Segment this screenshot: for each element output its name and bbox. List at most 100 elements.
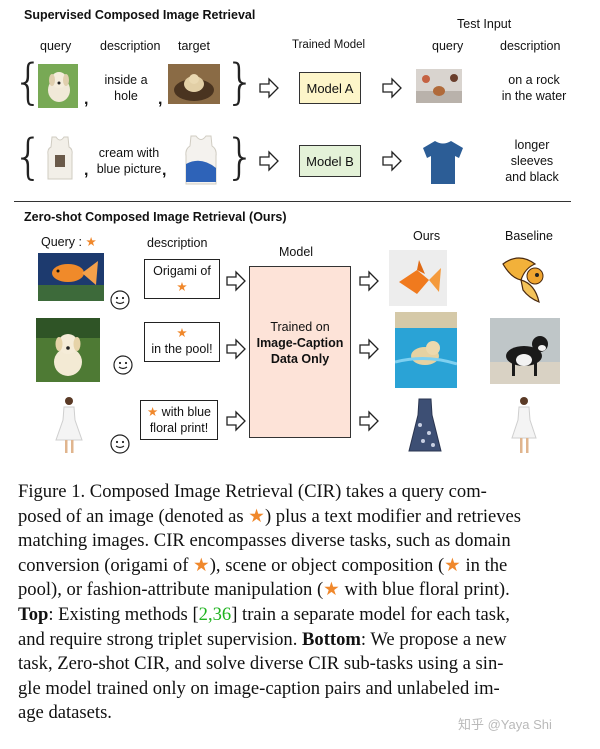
smiley-face-icon <box>110 290 130 310</box>
query-label: Query : ★ <box>41 234 97 249</box>
supervised-section-title: Supervised Composed Image Retrieval <box>24 8 256 22</box>
comma: , <box>84 91 89 108</box>
description-label: description <box>147 236 208 250</box>
arrow-right-icon <box>226 270 246 292</box>
star-icon: ★ <box>444 554 461 576</box>
test-input-label: Test Input <box>457 17 512 31</box>
caption-line: pool), or fashion-attribute manipulation… <box>18 578 584 603</box>
row3-speech-bubble: ★ with blue floral print! <box>140 400 218 440</box>
smiley-face-icon <box>110 434 130 454</box>
figure-caption: Figure 1. Composed Image Retrieval (CIR)… <box>18 480 584 726</box>
star-icon: ★ <box>176 280 188 294</box>
cream-tank-top-query-image <box>40 135 80 181</box>
zero-shot-section-title: Zero-shot Composed Image Retrieval (Ours… <box>24 210 287 224</box>
row3-bubble-line2: floral print! <box>149 421 209 435</box>
citation-separator: , <box>207 603 213 625</box>
caption-text: : Existing methods [ <box>48 603 199 625</box>
trained-model-label: Trained Model <box>292 39 366 51</box>
row1-desc-line2: hole <box>114 89 138 103</box>
arrow-right-icon <box>259 77 279 99</box>
row1-test-line2: in the water <box>501 89 567 103</box>
row2-desc-line1: cream with <box>98 146 160 160</box>
caption-text: in the <box>460 554 508 576</box>
puppy-in-hole-target-image <box>168 64 220 104</box>
model-a-box: Model A <box>299 72 361 104</box>
star-icon: ★ <box>193 554 210 576</box>
row2-test-line2: sleeves <box>510 154 554 168</box>
dog-in-pool-result-image <box>395 312 457 388</box>
white-dress-query-image <box>52 396 86 454</box>
caption-text: and require strong triplet supervision. <box>18 628 303 650</box>
row2-test-description: longer sleeves and black <box>496 137 568 185</box>
caption-text: ] train a separate model for each task, <box>231 603 510 625</box>
row2-speech-bubble: ★ in the pool! <box>144 322 220 362</box>
model-line2: Image-Caption <box>256 336 344 350</box>
test-query-label: query <box>432 39 464 53</box>
white-dress-baseline-image <box>508 396 540 454</box>
zero-shot-model-box: Trained on Image-Caption Data Only <box>249 266 351 438</box>
arrow-right-icon <box>382 150 402 172</box>
blue-floral-dress-result-image <box>405 395 445 455</box>
row2-test-line3: and black <box>505 170 559 184</box>
arrow-right-icon <box>359 410 379 432</box>
col-description-label: description <box>100 39 161 53</box>
ours-label: Ours <box>413 229 441 243</box>
arrow-right-icon <box>259 150 279 172</box>
citation-link[interactable]: 36 <box>212 603 232 625</box>
citation-link[interactable]: 2 <box>198 603 208 625</box>
caption-line: task, Zero-shot CIR, and solve diverse C… <box>18 653 504 675</box>
col-query-label: query <box>40 39 72 53</box>
test-description-label: description <box>500 39 561 53</box>
right-brace: } <box>225 54 256 110</box>
puppy-query-image <box>38 64 78 108</box>
query-label-text: Query : <box>41 235 82 249</box>
comma: , <box>158 91 163 108</box>
caption-line: conversion (origami of ★), scene or obje… <box>18 554 584 579</box>
arrow-right-icon <box>226 410 246 432</box>
watermark: 知乎 @Yaya Shi <box>458 717 552 732</box>
caption-line: gle model trained only on image-caption … <box>18 677 500 699</box>
comma: , <box>84 162 89 179</box>
caption-line: Top: Existing methods [2,36] train a sep… <box>18 603 584 628</box>
section-divider <box>14 201 571 202</box>
row2-description: cream with blue picture <box>94 145 164 177</box>
smiley-face-icon <box>113 355 133 375</box>
blue-picture-tank-top-target-image <box>176 134 226 186</box>
model-line1: Trained on <box>270 320 330 334</box>
caption-text: ) plus a text modifier and retrieves <box>264 505 522 527</box>
border-collie-baseline-image <box>490 318 560 384</box>
goldfish-query-image <box>38 253 104 301</box>
row1-test-line1: on a rock <box>508 73 560 87</box>
row3-bubble-line1: with blue <box>161 405 212 419</box>
star-icon: ★ <box>146 405 159 419</box>
arrow-right-icon <box>359 270 379 292</box>
arrow-right-icon <box>359 338 379 360</box>
right-brace: } <box>225 129 256 185</box>
model-b-box: Model B <box>299 145 361 177</box>
row1-bubble-line1: Origami of <box>153 264 211 278</box>
blue-tshirt-test-image <box>421 138 465 186</box>
origami-goldfish-result-image <box>389 250 447 306</box>
caption-line: posed of an image (denoted as ★) plus a … <box>18 505 584 530</box>
caption-text: conversion (origami of <box>18 554 194 576</box>
arrow-right-icon <box>382 77 402 99</box>
row1-desc-line1: inside a <box>104 73 148 87</box>
goldfish-drawing-baseline-image <box>495 250 557 308</box>
caption-text: pool), or fashion-attribute manipulation… <box>18 579 324 601</box>
model-label: Model <box>279 245 314 259</box>
star-icon: ★ <box>248 505 265 527</box>
left-brace: { <box>13 129 44 185</box>
caption-bold-bottom: Bottom <box>302 628 361 650</box>
model-line3: Data Only <box>270 352 330 366</box>
arrow-right-icon <box>226 338 246 360</box>
col-target-label: target <box>178 39 210 53</box>
caption-bold-top: Top <box>18 603 49 625</box>
caption-line: and require strong triplet supervision. … <box>18 628 584 653</box>
caption-text: : We propose a new <box>360 628 507 650</box>
caption-line: age datasets. <box>18 702 112 724</box>
caption-line: matching images. CIR encompasses diverse… <box>18 530 511 552</box>
row1-description: inside a hole <box>98 72 154 104</box>
star-icon: ★ <box>85 235 97 249</box>
caption-text: ), scene or object composition ( <box>209 554 445 576</box>
caption-text: posed of an image (denoted as <box>18 505 249 527</box>
